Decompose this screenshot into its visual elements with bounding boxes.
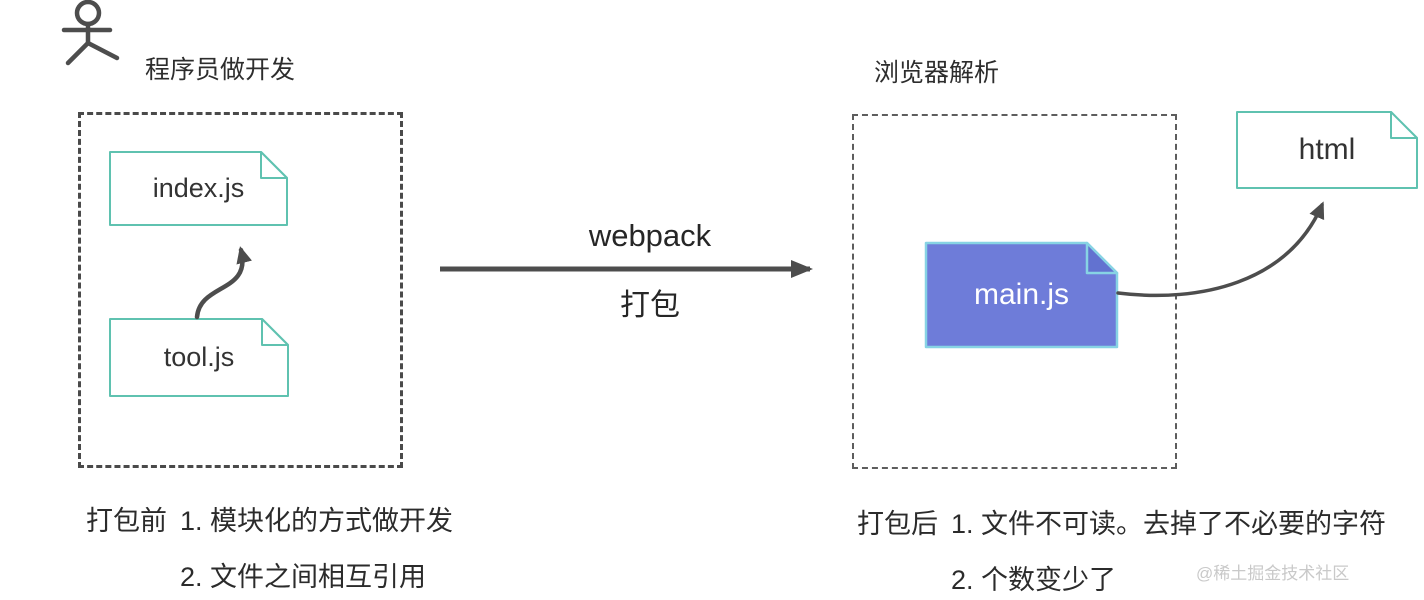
browser-output-group-box	[852, 114, 1177, 469]
caption-after-bundling: 打包后 1. 文件不可读。去掉了不必要的字符 2. 个数变少了	[857, 502, 1386, 597]
file-label-tool-js: tool.js	[163, 342, 235, 372]
file-shape-tool-js	[109, 318, 289, 397]
caption-before-item-2: 2. 文件之间相互引用	[180, 562, 427, 592]
file-shape-index-js	[109, 151, 288, 226]
caption-after-item-1: 1. 文件不可读。去掉了不必要的字符	[951, 509, 1387, 539]
webpack-arrow-bottom-label: 打包	[620, 289, 680, 322]
file-label-main-js: main.js	[973, 278, 1070, 311]
caption-before-item-1: 1. 模块化的方式做开发	[180, 506, 454, 536]
file-shape-main-js	[924, 241, 1119, 349]
caption-before-bundling: 打包前 1. 模块化的方式做开发 2. 文件之间相互引用	[86, 499, 453, 594]
caption-before-prefix: 打包前	[86, 506, 167, 536]
file-label-index-js: index.js	[152, 173, 245, 203]
actor-stick-figure-icon	[61, 0, 120, 66]
left-section-title: 程序员做开发	[145, 56, 296, 84]
caption-after-item-2: 2. 个数变少了	[951, 565, 1117, 595]
caption-after-prefix: 打包后	[857, 509, 938, 539]
webpack-arrow-top-label: webpack	[588, 218, 712, 253]
right-section-title: 浏览器解析	[874, 59, 1000, 87]
bundle-to-html-arrow	[1116, 201, 1325, 298]
watermark: @稀土掘金技术社区	[1196, 564, 1350, 583]
file-shape-html	[1236, 111, 1418, 189]
file-label-html: html	[1298, 133, 1356, 166]
source-files-group-box	[78, 112, 403, 468]
dependency-arrow	[194, 246, 252, 320]
